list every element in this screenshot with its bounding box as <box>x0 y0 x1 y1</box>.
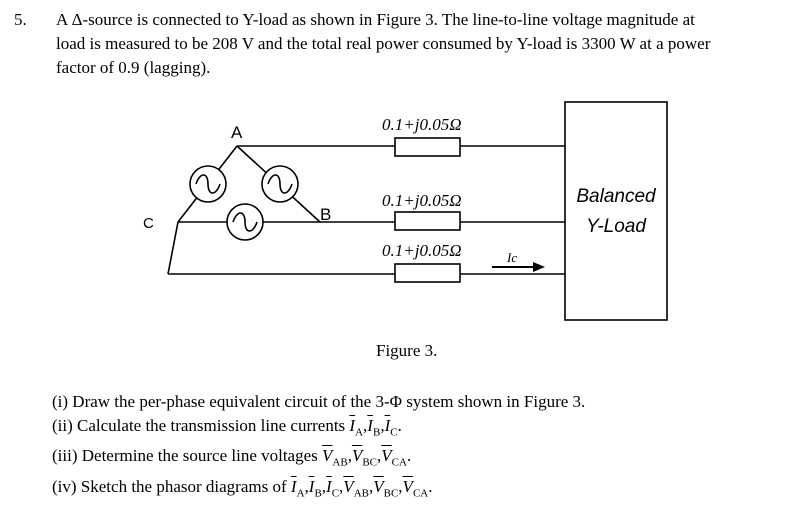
ac-source-ab <box>261 165 299 203</box>
question-1-text: (i) Draw the per-phase equivalent circui… <box>52 392 586 411</box>
ac-source-bc <box>226 203 264 241</box>
sub-bc-2: BC <box>383 487 399 500</box>
node-label-a: A <box>231 123 243 142</box>
question-3-text: (iii) Determine the source line voltages <box>52 446 323 466</box>
symbol-vbc: V <box>351 446 363 466</box>
impedance-label-c: 0.1+j0.05Ω <box>382 241 462 260</box>
sub-a-2: A <box>296 487 305 500</box>
ac-source-ac <box>189 165 227 203</box>
sub-ca-2: CA <box>412 487 429 500</box>
impedance-box-b <box>394 211 461 231</box>
problem-line-2: load is measured to be 208 V and the tot… <box>56 34 711 53</box>
symbol-ib: I <box>367 416 373 435</box>
question-3: (iii) Determine the source line voltages… <box>52 446 412 469</box>
question-2-text: (ii) Calculate the transmission line cur… <box>52 416 350 435</box>
sub-ca: CA <box>391 456 407 469</box>
problem-line-3: factor of 0.9 (lagging). <box>56 58 211 77</box>
symbol-vca-2: V <box>402 476 413 496</box>
symbol-vab: V <box>322 446 333 466</box>
symbol-ic-2: I <box>326 476 332 496</box>
question-2: (ii) Calculate the transmission line cur… <box>52 416 402 439</box>
symbol-vbc-2: V <box>373 476 384 496</box>
question-2-suffix: . <box>397 416 402 435</box>
symbol-vca: V <box>381 446 392 466</box>
load-label-line1: Balanced <box>576 186 657 207</box>
sub-b: B <box>372 426 381 439</box>
symbol-ib-2: I <box>308 476 315 496</box>
sub-c-2: C <box>331 487 340 500</box>
load-label-line2: Y-Load <box>586 216 647 237</box>
node-label-c: C <box>143 215 154 232</box>
sub-c: C <box>390 426 398 439</box>
symbol-vab-2: V <box>343 476 354 496</box>
question-4-text: (iv) Sketch the phasor diagrams of <box>52 476 291 496</box>
question-1: (i) Draw the per-phase equivalent circui… <box>52 390 585 414</box>
question-4: (iv) Sketch the phasor diagrams of IA,IB… <box>52 476 433 500</box>
impedance-box-c <box>394 263 461 283</box>
sub-ab-2: AB <box>353 487 369 500</box>
figure-caption: Figure 3. <box>376 341 438 360</box>
sub-bc: BC <box>362 456 378 469</box>
symbol-ia-2: I <box>290 476 297 496</box>
node-label-b: B <box>320 205 331 224</box>
impedance-box-a <box>394 137 461 157</box>
symbol-ia: I <box>349 416 356 435</box>
impedance-label-b: 0.1+j0.05Ω <box>382 191 462 210</box>
impedance-label-a: 0.1+j0.05Ω <box>382 115 462 134</box>
problem-line-1: A Δ-source is connected to Y-load as sho… <box>56 10 695 29</box>
question-4-suffix: . <box>428 476 433 496</box>
problem-number: 5. <box>14 10 27 29</box>
question-3-suffix: . <box>406 446 412 466</box>
question-list: (i) Draw the per-phase equivalent circui… <box>52 390 585 505</box>
current-arrow <box>492 262 545 272</box>
y-load-box <box>564 101 668 321</box>
symbol-ic: I <box>384 416 391 435</box>
sub-b-2: B <box>314 487 322 500</box>
sub-a: A <box>355 426 364 439</box>
current-label: Ic <box>506 250 517 265</box>
sub-ab: AB <box>332 456 348 469</box>
